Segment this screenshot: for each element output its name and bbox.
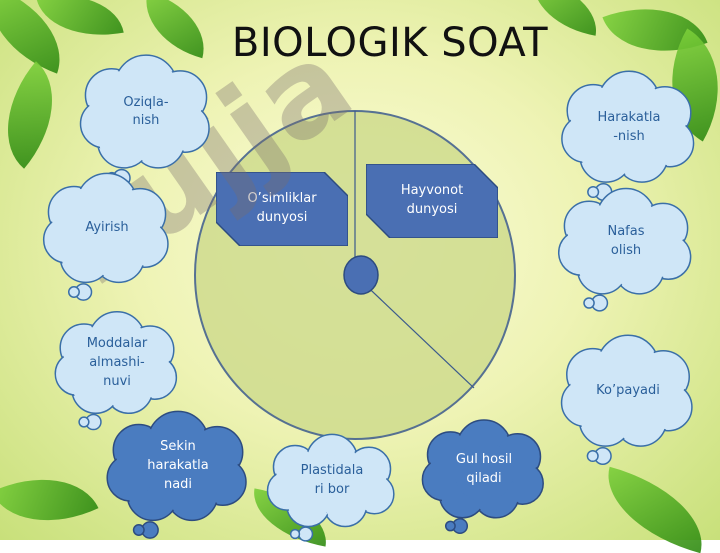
leaf-decoration [0,61,82,169]
leaf-decoration [594,466,716,553]
animal-world-label: Hayvonot dunyosi [400,183,464,217]
cloud-shape [561,70,695,202]
cloud-kopayadi: Ko’payadi [560,334,693,466]
cloud-shape [42,172,169,301]
cloud-oziqlanish: Oziqla-nish [79,54,210,188]
slide-title: BIOLOGIK SOAT [231,20,549,66]
cloud-harakatlanish: Harakatla-nish [561,70,695,202]
box-shape-left [216,172,348,246]
plants-world-label: O’simliklar dunyosi [247,191,317,225]
leaf-decoration [0,453,99,547]
cloud-shape [106,410,247,539]
box-shape-right [366,164,498,238]
cloud-ayirish: Ayirish [42,172,169,301]
cloud-shape [266,433,395,542]
cloud-label: Ayirish [85,220,129,236]
cloud-shape [421,419,544,535]
cloud-shape [557,187,692,312]
cloud-shape [79,54,210,188]
cloud-label: Ko’payadi [596,383,660,399]
cloud-label: Oziqla-nish [123,94,169,129]
cloud-shape [560,334,693,466]
cloud-label: Harakatla-nish [597,109,661,144]
animal-world-box: Hayvonot dunyosi [366,164,498,238]
plants-world-box: O’simliklar dunyosi [216,172,348,246]
cloud-shape [54,311,178,431]
